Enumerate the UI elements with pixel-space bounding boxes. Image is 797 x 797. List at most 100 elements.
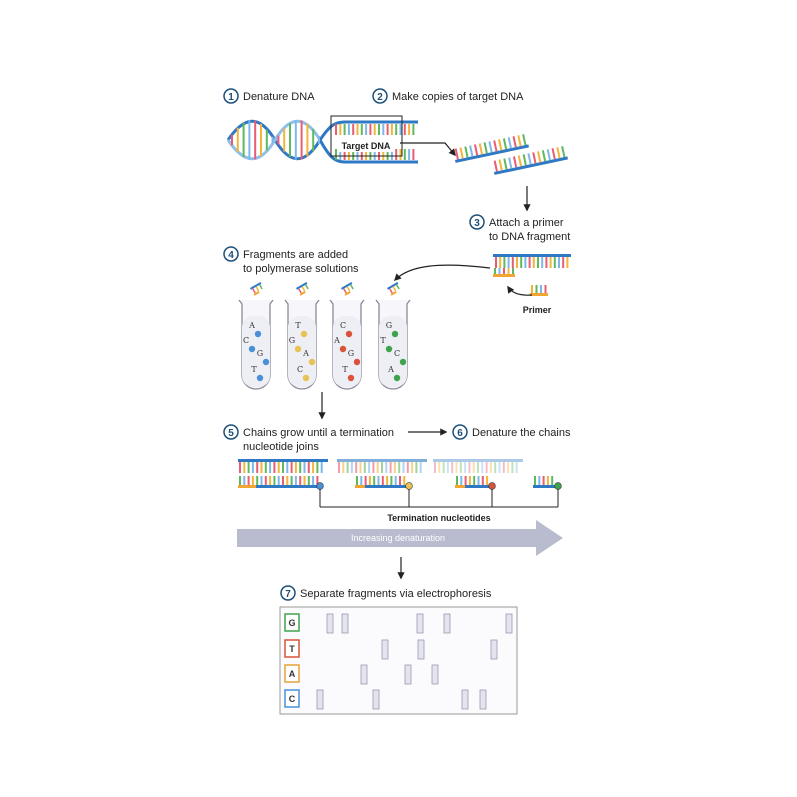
step-6-number: 6 xyxy=(457,428,463,439)
base xyxy=(498,159,503,171)
gel-band xyxy=(505,613,513,634)
tube-letter: A xyxy=(302,349,309,358)
step-1-number: 1 xyxy=(228,92,234,103)
base xyxy=(392,286,397,292)
base xyxy=(537,151,542,163)
primer xyxy=(530,285,548,296)
terminator-ball xyxy=(248,345,256,353)
lane-letter: G xyxy=(288,618,295,628)
tube-letter: G xyxy=(386,321,392,330)
primer-backbone xyxy=(530,293,548,296)
step-5-number: 5 xyxy=(228,428,234,439)
lane-box xyxy=(284,664,300,683)
gel-band xyxy=(416,613,424,634)
gel-lane-a: A xyxy=(284,664,300,683)
chain-2 xyxy=(337,459,427,490)
base xyxy=(252,288,256,294)
tube-letter: G xyxy=(257,349,263,358)
base xyxy=(488,141,493,153)
terminator-ball xyxy=(347,374,355,382)
primer xyxy=(253,291,260,296)
termination-nucleotides-label: Termination nucleotides xyxy=(387,513,490,523)
tube-solution xyxy=(242,316,270,387)
helix-base-pairs xyxy=(231,120,320,160)
step-2: 2 Make copies of target DNA xyxy=(372,88,524,104)
increasing-denaturation-label: Increasing denaturation xyxy=(351,533,445,543)
termination-nucleotide xyxy=(405,482,413,490)
base xyxy=(305,284,309,290)
terminator-ball xyxy=(256,374,264,382)
primer xyxy=(390,291,397,296)
base xyxy=(346,286,351,292)
primer-segment xyxy=(238,485,256,488)
target-dna-label: Target DNA xyxy=(342,141,391,151)
terminator-ball xyxy=(393,374,401,382)
tube-fragment xyxy=(387,282,400,296)
base xyxy=(343,288,347,294)
step-5: 5 Chains grow until a termination nucleo… xyxy=(223,424,394,453)
step-6-label: Denature the chains xyxy=(472,427,571,439)
target-dna-box: Target DNA xyxy=(330,115,403,157)
lane-letter: C xyxy=(289,694,296,704)
base xyxy=(502,138,508,150)
step-7-label: Separate fragments via electrophoresis xyxy=(300,588,492,600)
tube-fragment xyxy=(341,282,354,296)
step-1: 1 Denature DNA xyxy=(223,88,315,104)
step-5-label-line-1: Chains grow until a termination xyxy=(243,427,394,439)
backbone xyxy=(387,282,399,290)
tube-letter: T xyxy=(251,365,257,374)
backbone xyxy=(455,144,529,163)
base xyxy=(459,147,464,159)
new-strand xyxy=(455,485,492,488)
base xyxy=(517,135,522,147)
gel-band xyxy=(360,664,368,685)
terminator-ball xyxy=(345,330,353,338)
gel-band xyxy=(381,639,389,660)
gel-band xyxy=(372,689,380,710)
new-strand xyxy=(238,485,320,488)
tube-fragment xyxy=(296,282,309,296)
lane-letter: A xyxy=(289,669,296,679)
terminator-ball xyxy=(308,358,316,366)
template-strand xyxy=(238,459,328,462)
growing-chains xyxy=(238,459,562,490)
tube-letter: C xyxy=(243,336,249,345)
terminator-ball xyxy=(399,358,407,366)
gel-band xyxy=(443,613,451,634)
base xyxy=(301,286,306,292)
tube-letter: T xyxy=(380,336,386,345)
base xyxy=(469,145,474,157)
base xyxy=(493,160,498,172)
termination-nucleotide xyxy=(554,482,562,490)
terminator-ball xyxy=(302,374,310,382)
chain-3 xyxy=(433,459,523,490)
template-strand xyxy=(433,459,523,462)
lane-box xyxy=(284,689,300,708)
template-strand xyxy=(337,459,427,462)
base xyxy=(478,143,484,155)
primer-attach-arrow xyxy=(507,285,533,296)
base xyxy=(527,153,532,165)
step-5-label-line-2: nucleotide joins xyxy=(243,441,319,453)
terminator-ball xyxy=(254,330,262,338)
denaturation-arrow: Increasing denaturation xyxy=(237,520,563,556)
base xyxy=(464,146,469,158)
backbone xyxy=(493,254,571,257)
gel-bands xyxy=(316,613,513,710)
new-strand xyxy=(355,485,409,488)
dna-double-helix xyxy=(226,119,418,164)
base xyxy=(512,136,517,148)
base xyxy=(396,284,400,290)
base xyxy=(498,139,503,151)
base xyxy=(507,137,512,149)
termination-nucleotide xyxy=(316,482,324,490)
tube-solution xyxy=(333,316,361,387)
lane-box xyxy=(284,613,300,632)
gel-band xyxy=(326,613,334,634)
